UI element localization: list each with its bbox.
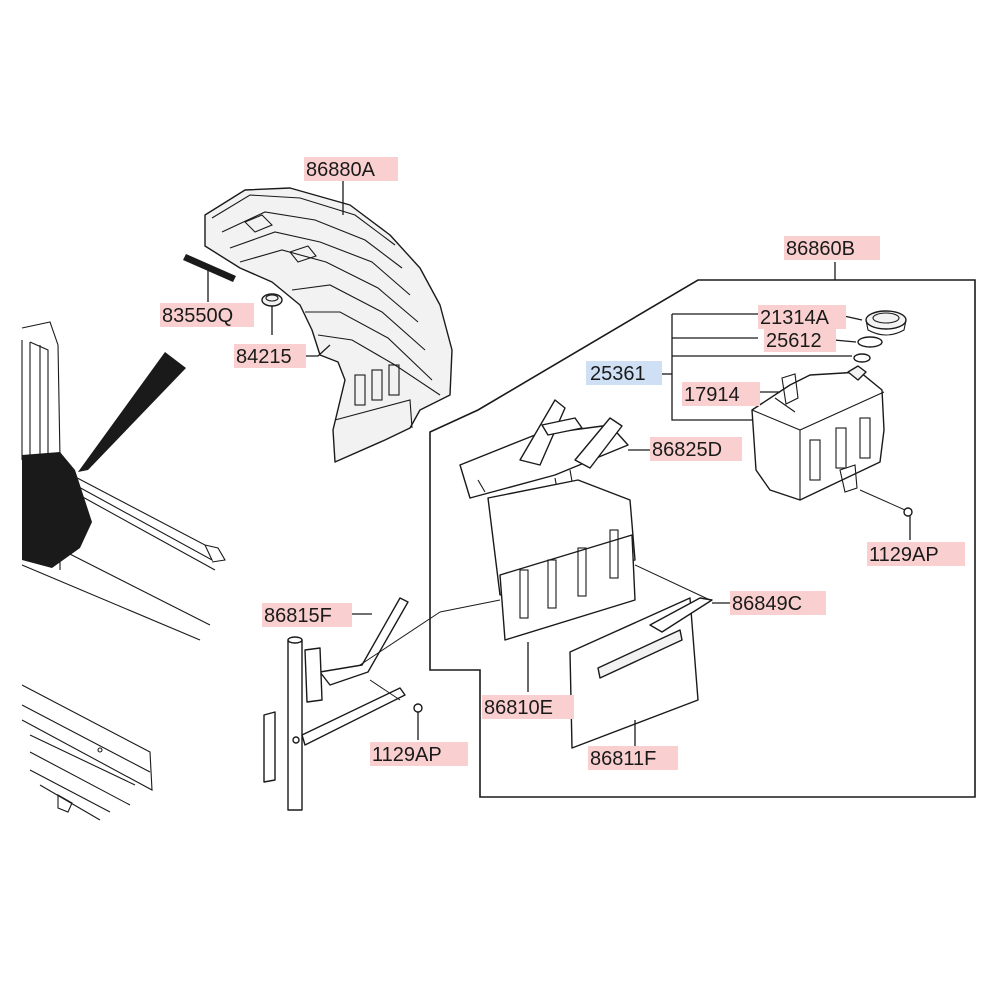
svg-text:83550Q: 83550Q xyxy=(162,305,233,327)
svg-text:21314A: 21314A xyxy=(760,307,830,329)
plug-part xyxy=(261,293,331,357)
label-1129AP-right: 1129AP xyxy=(867,542,965,566)
svg-text:25361: 25361 xyxy=(590,363,646,385)
svg-text:86880A: 86880A xyxy=(306,159,376,181)
truck-body-drawing xyxy=(21,321,226,821)
label-25361: 25361 xyxy=(586,361,662,385)
label-1129AP-bottom: 1129AP xyxy=(370,742,468,766)
fender-liner-part xyxy=(204,180,453,463)
svg-text:86811F: 86811F xyxy=(590,748,656,770)
label-86860B: 86860B xyxy=(784,236,880,260)
label-84215: 84215 xyxy=(234,344,306,368)
mud-flap-assembly xyxy=(439,399,711,692)
label-86880A: 86880A xyxy=(304,157,398,181)
svg-text:86815F: 86815F xyxy=(264,605,332,627)
label-86810E: 86810E xyxy=(482,695,574,719)
svg-text:86860B: 86860B xyxy=(786,238,855,260)
flap-strip-part xyxy=(649,597,730,633)
trim-strip-part xyxy=(183,254,236,302)
svg-text:17914: 17914 xyxy=(684,384,740,406)
svg-text:86849C: 86849C xyxy=(732,593,802,615)
svg-text:86825D: 86825D xyxy=(652,439,722,461)
label-21314A: 21314A xyxy=(758,305,846,329)
label-86825D: 86825D xyxy=(650,437,742,461)
svg-text:84215: 84215 xyxy=(236,346,292,368)
assembly-box-outline xyxy=(429,262,976,798)
label-86815F: 86815F xyxy=(262,603,352,627)
label-86849C: 86849C xyxy=(730,591,826,615)
flap-bracket-part xyxy=(263,597,441,811)
svg-text:1129AP: 1129AP xyxy=(869,544,939,566)
label-25612: 25612 xyxy=(764,328,836,352)
label-83550Q: 83550Q xyxy=(160,303,254,327)
label-86811F: 86811F xyxy=(588,746,678,770)
svg-text:86810E: 86810E xyxy=(484,697,553,719)
washer-tank-part xyxy=(662,310,913,540)
svg-text:25612: 25612 xyxy=(766,330,822,352)
svg-text:1129AP: 1129AP xyxy=(372,744,442,766)
label-17914: 17914 xyxy=(682,382,760,406)
